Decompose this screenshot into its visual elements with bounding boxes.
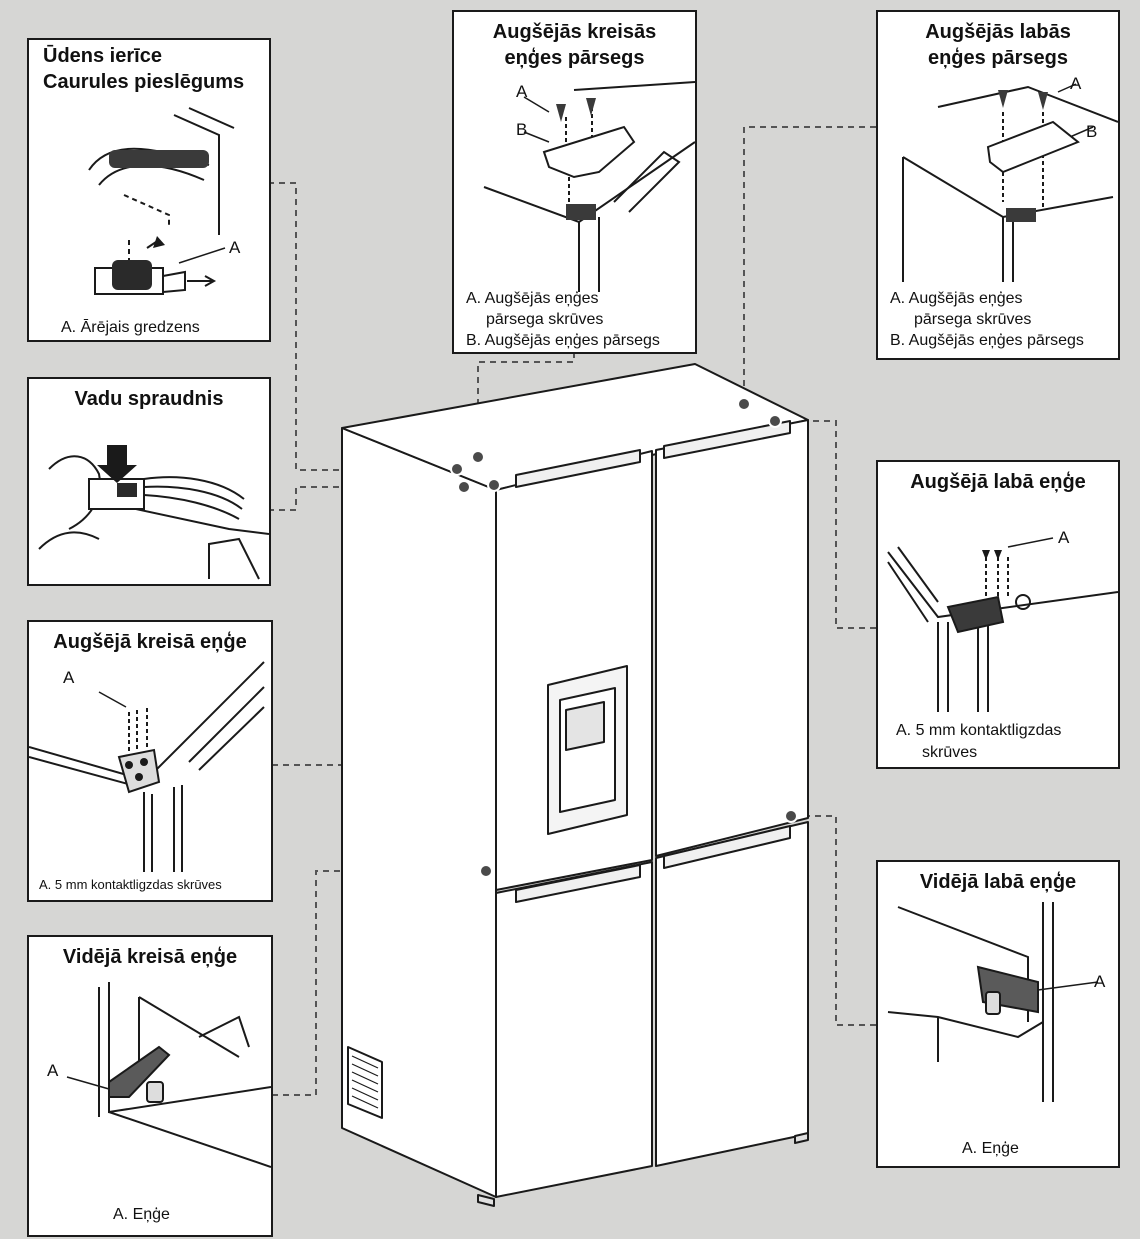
water-connection-panel: Ūdens ierīce Caurules pieslēgums A A. Ār… [27, 38, 271, 342]
caption-line1: A. Augšējās eņģes [466, 290, 599, 307]
label-a: A [1058, 528, 1070, 547]
label-a: A [1070, 74, 1082, 93]
label-a: A [516, 82, 528, 101]
callout-markers [450, 397, 798, 878]
water-connection-illustration [88, 107, 235, 295]
caption-line2: pārsega skrūves [486, 311, 604, 328]
panel-title-line2: eņģes pārsegs [504, 47, 645, 69]
caption-line2: pārsega skrūves [914, 311, 1032, 328]
middle-left-hinge-illustration [66, 982, 271, 1168]
caption-line3: B. Augšējās eņģes pārsegs [466, 332, 660, 349]
caption-line2: skrūves [922, 744, 978, 761]
middle-right-hinge-illustration [887, 902, 1099, 1102]
top-left-cover-panel: Augšējās kreisās eņģes pārsegs A B A. Au… [452, 10, 697, 354]
top-left-hinge-panel: Augšējā kreisā eņģe A A. 5 mm kontaktlig… [27, 620, 273, 902]
top-right-cover-panel: Augšējās labās eņģes pārsegs A B A. Augš… [876, 10, 1120, 360]
panel-title: Ūdens ierīce [43, 45, 162, 67]
panel-title: Vadu spraudnis [74, 388, 224, 410]
label-a: A [63, 668, 75, 687]
wire-plug-illustration [38, 445, 269, 580]
label-b: B [1086, 122, 1098, 141]
panel-title: Vidējā labā eņģe [919, 871, 1077, 893]
caption: A. Ārējais gredzens [61, 319, 200, 336]
vent-slats [351, 1055, 379, 1109]
top-left-cover-illustration [483, 81, 695, 292]
panel-title: Augšējā labā eņģe [910, 471, 1086, 493]
label-a: A [229, 238, 241, 257]
caption-line1: A. 5 mm kontaktligzdas [896, 722, 1062, 739]
caption: A. 5 mm kontaktligzdas skrūves [39, 877, 222, 892]
caption-line3: B. Augšējās eņģes pārsegs [890, 332, 1084, 349]
refrigerator [341, 363, 809, 1207]
panel-title-line2: Caurules pieslēgums [43, 71, 245, 93]
middle-right-hinge-panel: Vidējā labā eņģe A A. Eņģe [876, 860, 1120, 1168]
caption: A. Eņģe [113, 1206, 170, 1223]
top-right-hinge-panel: Augšējā labā eņģe A A. 5 mm kontaktligzd… [876, 460, 1120, 769]
panel-title: Augšējā kreisā eņģe [53, 631, 247, 653]
panel-title: Augšējās kreisās [492, 21, 657, 43]
panel-title-line2: eņģes pārsegs [927, 47, 1069, 69]
caption-line1: A. Augšējās eņģes [890, 290, 1023, 307]
wire-plug-panel: Vadu spraudnis [27, 377, 271, 586]
label-a: A [47, 1061, 59, 1080]
panel-title: Vidējā kreisā eņģe [62, 946, 238, 968]
label-b: B [516, 120, 528, 139]
label-a: A [1094, 972, 1106, 991]
top-right-cover-illustration [902, 83, 1118, 282]
top-right-hinge-illustration [887, 537, 1118, 712]
top-left-hinge-illustration [29, 661, 265, 872]
caption: A. Eņģe [962, 1140, 1019, 1157]
panel-title: Augšējās labās [925, 21, 1071, 43]
middle-left-hinge-panel: Vidējā kreisā eņģe A A. Eņģe [27, 935, 273, 1237]
